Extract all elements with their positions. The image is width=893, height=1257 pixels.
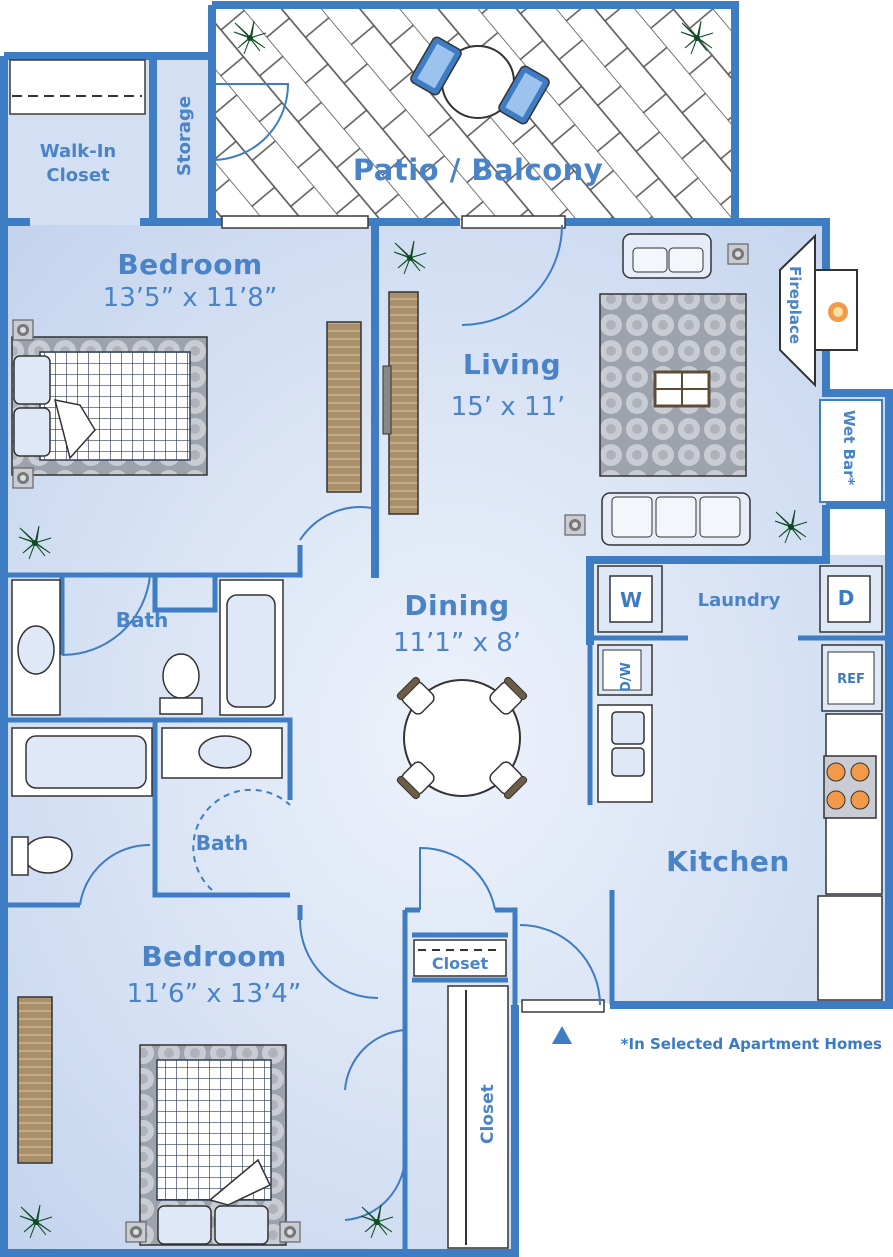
- bath-2-fixtures: [11, 727, 283, 876]
- dishwasher-label: D/W: [619, 662, 634, 692]
- dining-table-set: [395, 675, 529, 801]
- storage-label: Storage: [174, 96, 195, 176]
- lamp-icon: [564, 514, 586, 536]
- refrigerator: [821, 644, 883, 712]
- kitchen-label: Kitchen: [666, 845, 790, 878]
- living-dimensions: 15’ x 11’: [451, 392, 566, 422]
- entry-arrow-icon: [552, 1026, 572, 1044]
- lamp-icon: [727, 243, 749, 265]
- bath-1-fixtures: [11, 579, 284, 716]
- wet-bar: [819, 399, 883, 503]
- laundry-label: Laundry: [698, 590, 781, 611]
- door-swings: [61, 83, 601, 1221]
- bedroom-1-label: Bedroom: [117, 248, 262, 281]
- walk-in-closet-label: Closet: [46, 165, 110, 186]
- dresser-2: [17, 996, 53, 1164]
- wet-bar-label: Wet Bar*: [840, 410, 858, 486]
- fireplace-label: Fireplace: [786, 266, 804, 344]
- living-rug: [599, 293, 747, 477]
- bedroom-1-dimensions: 13’5” x 11’8”: [103, 283, 278, 313]
- dresser-1: [326, 321, 362, 493]
- dining-label: Dining: [404, 589, 509, 622]
- dining-dimensions: 11’1” x 8’: [393, 628, 521, 658]
- tv: [382, 365, 392, 435]
- washer: [597, 565, 663, 633]
- sofa: [601, 492, 751, 546]
- bath-2-label: Bath: [196, 831, 249, 855]
- kitchen-counter: [817, 895, 883, 1001]
- living-label: Living: [463, 348, 561, 381]
- bedroom-2-dimensions: 11’6” x 13’4”: [127, 979, 302, 1009]
- dryer-label: D: [838, 586, 855, 610]
- bed-2: [125, 1044, 301, 1246]
- fireplace: [779, 233, 858, 388]
- kitchen-sink: [597, 704, 653, 803]
- bedroom-2-closet: [447, 985, 509, 1249]
- hall-closet-label: Closet: [432, 954, 489, 973]
- interior-walls: [1, 545, 889, 1253]
- loveseat: [622, 233, 712, 279]
- dryer: [819, 565, 883, 633]
- stove: [823, 755, 877, 819]
- washer-label: W: [620, 588, 642, 612]
- tv-stand: [388, 291, 419, 515]
- bedroom-2-closet-label: Closet: [478, 1084, 498, 1144]
- footnote: *In Selected Apartment Homes: [621, 1035, 882, 1053]
- windows: [9, 59, 605, 1013]
- refrigerator-label: REF: [837, 672, 865, 687]
- bath-1-label: Bath: [116, 608, 169, 632]
- bedroom-2-label: Bedroom: [141, 940, 286, 973]
- dishwasher: [597, 644, 653, 696]
- patio-table-set: [410, 36, 550, 125]
- hall-closet: [413, 939, 507, 977]
- patio-label: Patio / Balcony: [353, 153, 603, 187]
- walk-in-closet-label: Walk-In: [40, 141, 116, 162]
- storage-floor: [155, 60, 210, 220]
- bed-1: [11, 319, 208, 489]
